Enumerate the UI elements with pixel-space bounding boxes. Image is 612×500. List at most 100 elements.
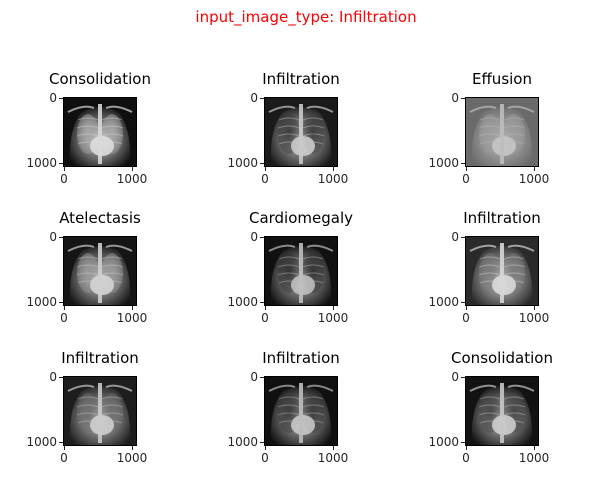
y-tick-mark — [260, 237, 264, 238]
x-tick-label: 1000 — [317, 311, 349, 325]
x-tick-label: 0 — [261, 451, 269, 465]
x-tick-label: 0 — [462, 311, 470, 325]
xray-image — [465, 376, 539, 446]
panel-title: Consolidation — [49, 70, 151, 88]
x-tick-label: 1000 — [317, 451, 349, 465]
panel-title: Infiltration — [262, 70, 340, 88]
x-tick-mark — [265, 446, 266, 450]
y-tick-mark — [59, 442, 63, 443]
x-tick-label: 1000 — [518, 451, 550, 465]
xray-image — [264, 376, 338, 446]
y-tick-mark — [59, 237, 63, 238]
xray-svg — [466, 98, 538, 166]
y-tick-label: 0 — [49, 91, 57, 105]
y-tick-label: 1000 — [428, 435, 459, 449]
x-tick-label: 0 — [60, 311, 68, 325]
x-tick-label: 0 — [261, 311, 269, 325]
y-tick-mark — [59, 98, 63, 99]
panel-title: Cardiomegaly — [248, 209, 354, 227]
x-tick-label: 1000 — [317, 172, 349, 186]
x-tick-mark — [466, 306, 467, 310]
xray-image — [63, 97, 137, 167]
xray-svg — [64, 98, 136, 166]
y-tick-label: 0 — [250, 370, 258, 384]
x-tick-mark — [132, 306, 133, 310]
x-tick-mark — [534, 306, 535, 310]
xray-svg — [265, 98, 337, 166]
x-tick-mark — [333, 167, 334, 171]
panel-title: Infiltration — [463, 209, 541, 227]
xray-image — [63, 236, 137, 306]
x-tick-mark — [64, 167, 65, 171]
x-tick-mark — [64, 306, 65, 310]
y-tick-label: 1000 — [26, 156, 57, 170]
x-tick-label: 1000 — [518, 172, 550, 186]
x-tick-mark — [534, 446, 535, 450]
xray-svg — [64, 377, 136, 445]
x-tick-label: 1000 — [116, 311, 148, 325]
x-tick-mark — [333, 306, 334, 310]
y-tick-label: 0 — [451, 230, 459, 244]
xray-svg — [64, 237, 136, 305]
y-tick-mark — [461, 163, 465, 164]
x-tick-label: 0 — [462, 451, 470, 465]
xray-svg — [466, 237, 538, 305]
x-tick-label: 0 — [261, 172, 269, 186]
panel-title: Consolidation — [451, 349, 553, 367]
x-tick-mark — [466, 446, 467, 450]
y-tick-mark — [59, 302, 63, 303]
x-tick-label: 1000 — [116, 451, 148, 465]
y-tick-label: 0 — [250, 230, 258, 244]
y-tick-label: 0 — [49, 370, 57, 384]
x-tick-label: 0 — [60, 451, 68, 465]
y-tick-label: 1000 — [428, 295, 459, 309]
y-tick-mark — [59, 377, 63, 378]
x-tick-label: 0 — [60, 172, 68, 186]
y-tick-label: 0 — [451, 91, 459, 105]
xray-svg — [265, 377, 337, 445]
panel-title: Infiltration — [262, 349, 340, 367]
y-tick-mark — [260, 442, 264, 443]
xray-image — [465, 97, 539, 167]
x-tick-mark — [265, 306, 266, 310]
x-tick-label: 1000 — [116, 172, 148, 186]
y-tick-label: 1000 — [227, 435, 258, 449]
xray-image — [264, 97, 338, 167]
y-tick-mark — [260, 163, 264, 164]
x-tick-label: 0 — [462, 172, 470, 186]
y-tick-mark — [260, 302, 264, 303]
xray-svg — [265, 237, 337, 305]
y-tick-mark — [461, 377, 465, 378]
panel-title: Atelectasis — [59, 209, 141, 227]
xray-image — [465, 236, 539, 306]
x-tick-label: 1000 — [518, 311, 550, 325]
y-tick-mark — [461, 237, 465, 238]
x-tick-mark — [333, 446, 334, 450]
xray-image — [63, 376, 137, 446]
y-tick-mark — [461, 98, 465, 99]
x-tick-mark — [466, 167, 467, 171]
x-tick-mark — [534, 167, 535, 171]
x-tick-mark — [132, 446, 133, 450]
panel-title: Effusion — [472, 70, 532, 88]
y-tick-mark — [260, 98, 264, 99]
y-tick-label: 1000 — [26, 295, 57, 309]
xray-svg — [466, 377, 538, 445]
x-tick-mark — [265, 167, 266, 171]
y-tick-label: 0 — [250, 91, 258, 105]
y-tick-label: 0 — [451, 370, 459, 384]
y-tick-mark — [461, 302, 465, 303]
xray-image — [264, 236, 338, 306]
y-tick-mark — [59, 163, 63, 164]
y-tick-label: 1000 — [227, 295, 258, 309]
y-tick-label: 1000 — [227, 156, 258, 170]
y-tick-label: 0 — [49, 230, 57, 244]
figure-suptitle: input_image_type: Infiltration — [195, 8, 417, 26]
